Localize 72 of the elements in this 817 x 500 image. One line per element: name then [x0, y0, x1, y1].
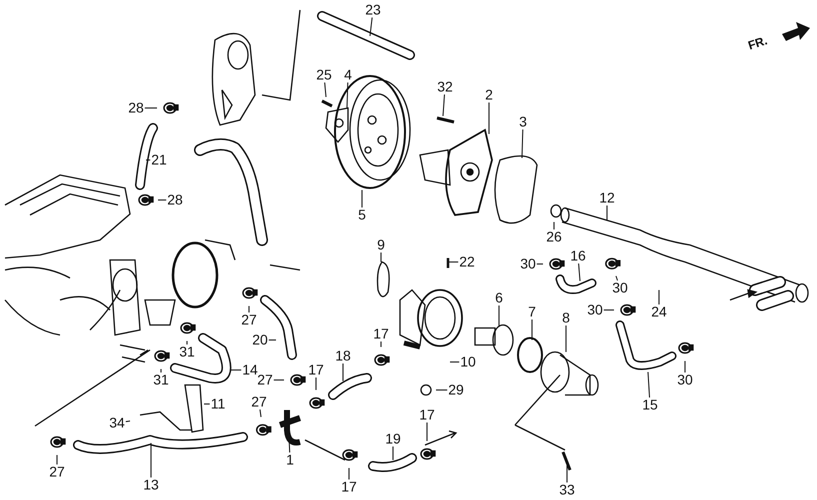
callout-number: 17	[340, 480, 358, 494]
leader-line	[606, 205, 608, 220]
leader-line	[380, 252, 382, 262]
leader-line	[442, 94, 445, 116]
callout-number: 30	[586, 302, 604, 318]
leader-line	[684, 360, 686, 373]
callout-number: 10	[459, 354, 477, 370]
callout-number: 17	[307, 362, 325, 378]
callout-number: 26	[545, 230, 563, 244]
callout-number: 28	[166, 192, 184, 208]
direction-label: FR.	[746, 33, 770, 53]
callout-number: 27	[256, 372, 274, 388]
callout-number: 14	[241, 362, 259, 378]
callout-number: 5	[357, 208, 367, 222]
callout-number: 3	[518, 114, 528, 130]
leader-line	[380, 341, 382, 348]
callout-number: 24	[650, 304, 668, 320]
leader-line	[426, 422, 428, 442]
leader-line	[346, 82, 348, 108]
callout-number: 16	[569, 248, 587, 264]
leader-line	[658, 290, 660, 305]
callout-number: 29	[447, 382, 465, 398]
callout-number: 33	[558, 482, 576, 498]
callout-number: 9	[376, 238, 386, 252]
callout-number: 18	[334, 348, 352, 364]
callout-number: 32	[436, 80, 454, 94]
leader-line	[248, 306, 250, 313]
leader-line	[324, 82, 326, 98]
callout-number: 4	[343, 68, 353, 82]
callout-number: 17	[372, 326, 390, 342]
callout-number: 13	[142, 478, 160, 492]
leader-line	[488, 102, 490, 134]
leader-line	[160, 368, 162, 373]
callout-number: 31	[178, 344, 196, 360]
leader-line	[56, 454, 58, 465]
callout-number: 31	[152, 372, 170, 388]
callout-number: 8	[561, 310, 571, 326]
callout-number: 30	[611, 280, 629, 296]
leader-line	[125, 420, 130, 422]
leader-line	[342, 363, 344, 382]
leader-line	[648, 372, 650, 398]
callout-number: 12	[598, 190, 616, 206]
callout-number: 30	[519, 256, 537, 272]
callout-number: 21	[150, 152, 168, 168]
callout-number: 28	[127, 100, 145, 116]
callout-number: 22	[458, 254, 476, 270]
leader-line	[260, 409, 262, 418]
callout-number: 20	[251, 332, 269, 348]
callout-number: 19	[384, 432, 402, 446]
leader-line	[392, 446, 394, 460]
leader-line	[522, 129, 524, 158]
callout-number: 34	[108, 416, 126, 430]
leader-line	[186, 340, 188, 345]
leader-line	[150, 442, 152, 478]
callout-number: 27	[250, 394, 268, 410]
leader-line	[578, 263, 580, 282]
callout-number: 6	[494, 290, 504, 306]
leader-line	[370, 17, 373, 36]
callout-number: 23	[364, 2, 382, 18]
callout-number: 15	[641, 398, 659, 412]
callout-number: 25	[315, 68, 333, 82]
callout-number: 30	[676, 372, 694, 388]
callout-number: 11	[210, 396, 226, 412]
callout-number: 1	[285, 452, 295, 468]
callout-number: 17	[418, 408, 436, 422]
callout-number: 7	[527, 304, 537, 320]
callout-number: 27	[240, 312, 258, 328]
leader-line	[498, 305, 500, 328]
callout-number: 27	[48, 464, 66, 480]
leader-line	[616, 276, 618, 281]
callout-number: 2	[484, 88, 494, 102]
leader-line	[348, 468, 350, 480]
